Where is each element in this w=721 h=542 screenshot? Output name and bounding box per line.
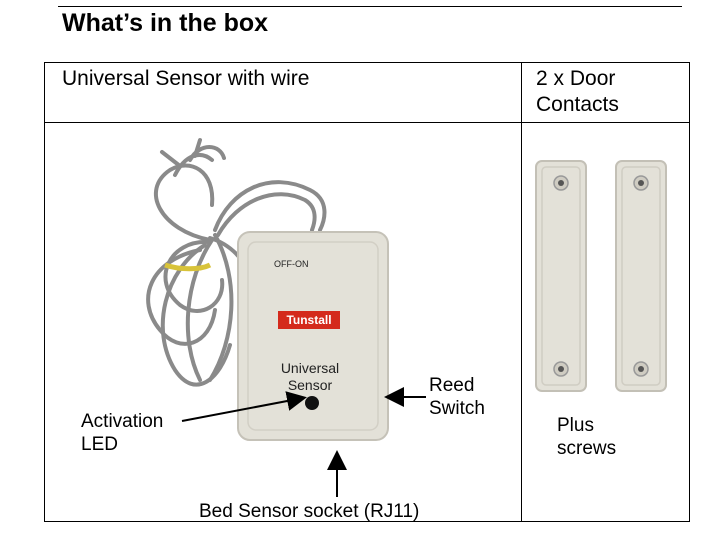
table-column-divider <box>521 63 522 521</box>
led-line1: Activation <box>81 411 164 432</box>
activation-led-label: Activation LED <box>81 410 163 456</box>
reed-line2: Switch <box>429 398 485 419</box>
switch-label: OFF-ON <box>274 259 309 269</box>
led-line2: LED <box>81 434 118 455</box>
device-name-line2: Sensor <box>287 377 333 393</box>
door-contact-left <box>535 160 587 392</box>
table-header-divider <box>45 122 689 123</box>
col1-title: Universal Sensor with wire <box>62 67 310 90</box>
sensor-cable <box>146 138 327 387</box>
door-contact-right <box>615 160 667 392</box>
brand-badge <box>278 311 340 329</box>
reed-line1: Reed <box>429 375 475 396</box>
plus-line2: screws <box>557 438 617 459</box>
sensor-casing <box>237 231 389 441</box>
socket-label: Bed Sensor socket (RJ11) <box>199 501 420 522</box>
col2-title-line2: Contacts <box>536 93 619 116</box>
contents-table <box>44 62 690 522</box>
activation-led <box>305 396 319 410</box>
plus-line1: Plus <box>557 415 594 436</box>
plus-screws-label: Plus screws <box>557 414 616 460</box>
top-rule <box>58 6 682 7</box>
cable-tie <box>164 262 212 272</box>
brand-text: Tunstall <box>286 313 332 327</box>
col2-title-line1: 2 x Door <box>536 67 616 90</box>
device-name-line1: Universal <box>280 360 340 376</box>
device-name: Universal Sensor <box>265 360 355 394</box>
col2-title: 2 x Door Contacts <box>536 66 666 118</box>
page-title: What’s in the box <box>62 9 269 37</box>
door-contacts-photo <box>530 155 680 400</box>
led-arrow <box>181 391 307 422</box>
universal-sensor-photo <box>120 130 410 460</box>
reed-switch-label: Reed Switch <box>429 374 485 420</box>
